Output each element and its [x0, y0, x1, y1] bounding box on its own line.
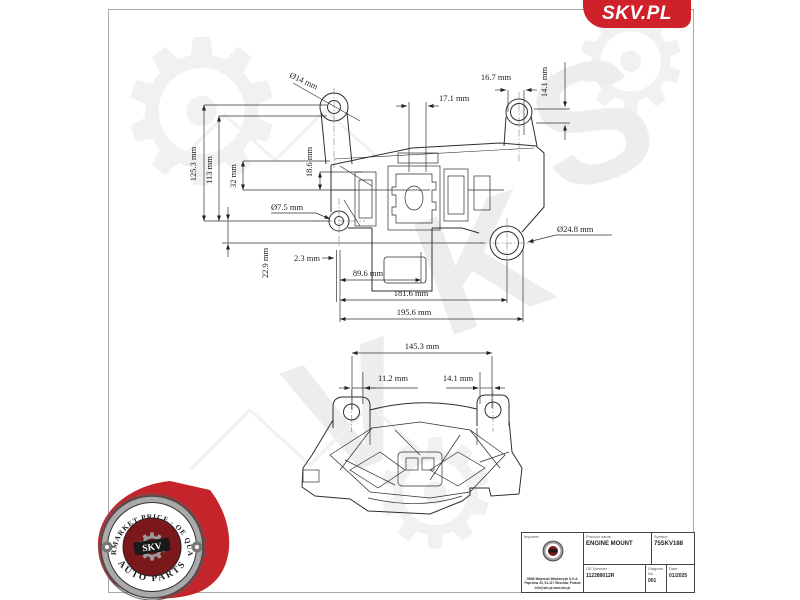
dim-145-3: 145.3 mm [405, 341, 440, 351]
watermark-gear-icon: ⚙ [112, 0, 292, 230]
title-block-date-cell: Date 01/2025 [667, 565, 694, 592]
watermark-zigzag [173, 107, 432, 472]
dim-195-6: 195.6 mm [397, 307, 432, 317]
dim-89-6: 89.6 mm [353, 268, 384, 278]
dim-diameter-14: Ø14 mm [288, 70, 320, 92]
dimensions-view-front [339, 351, 505, 410]
dimensions-view-side [202, 62, 612, 322]
dim-diameter-7-5: Ø7.5 mm [271, 202, 304, 212]
dim-14-1-front: 14.1 mm [443, 373, 474, 383]
dim-2-3: 2.3 mm [294, 253, 320, 263]
dim-32: 32 mm [228, 164, 238, 188]
company-info: GMW Majewski Włodarczyk S.K.A. Paprotna … [523, 577, 582, 590]
dim-113: 113 mm [204, 156, 214, 184]
brand-banner: SKV.PL [583, 0, 691, 28]
part-view-side [313, 88, 545, 292]
inner-detail [332, 152, 504, 231]
symbol-value: 75SKV188 [654, 541, 684, 547]
dim-diameter-24-8: Ø24.8 mm [557, 224, 594, 234]
product-name-value: ENGINE MOUNT [586, 541, 633, 547]
title-block-symbol-cell: Symbol 75SKV188 [652, 533, 694, 565]
badge-center-text: SKV [142, 542, 163, 555]
drawing-frame [108, 9, 694, 593]
mini-badge-logo [542, 540, 564, 562]
title-block-diagram-cell: Diagram No 001 [646, 565, 667, 592]
company-name: GMW Majewski Włodarczyk S.K.A. [526, 577, 579, 582]
dim-22-9: 22.9 mm [260, 248, 270, 279]
dim-14-1: 14.1 mm [539, 67, 549, 98]
symbol-label: Symbol [654, 534, 668, 539]
front-inner-detail [302, 421, 510, 504]
part-view-front [301, 390, 523, 515]
oe-number-label: OE Number [586, 566, 608, 571]
centerlines [313, 88, 534, 268]
oe-number-value: 112289012R [586, 573, 615, 579]
bottom-tab [371, 228, 433, 292]
front-centerlines [351, 390, 494, 432]
watermark-gear-icon: ⚙ [368, 408, 503, 582]
company-contact: info@skv.pl www.skv.pl [534, 585, 571, 590]
skv-badge-logo: AFTERMARKET PRICE - OE QUALITY AUTO PART… [70, 468, 230, 600]
importer-label: Importer [524, 534, 539, 539]
dim-181-6: 181.6 mm [394, 288, 429, 298]
title-block-oe-cell: OE Number 112289012R [584, 565, 646, 592]
dimension-labels-view-side: Ø14 mm 16.7 mm 14.1 mm 17.1 mm 125.3 mm … [188, 67, 594, 317]
dim-16-7: 16.7 mm [481, 72, 512, 82]
company-address: Paprotna 43, 51-117 Wrocław, Poland [524, 581, 581, 586]
dim-17-1: 17.1 mm [439, 93, 470, 103]
product-name-label: Product name [586, 534, 611, 539]
right-arm [503, 98, 538, 147]
title-block-product-cell: Product name ENGINE MOUNT [584, 533, 652, 565]
date-value: 01/2025 [669, 573, 688, 579]
dim-11-2: 11.2 mm [378, 373, 408, 383]
dimension-labels-view-front: 145.3 mm 11.2 mm 14.1 mm [378, 341, 473, 383]
diagram-no-label: Diagram No [648, 566, 664, 576]
dim-18-6: 18.6 mm [304, 147, 314, 178]
title-block-importer-cell: Importer GMW Majewski Włodarczyk S.K.A. … [522, 533, 584, 592]
diagram-no-value: 001 [648, 578, 657, 584]
brand-logo-text: SKV.PL [602, 3, 672, 24]
title-block: Importer GMW Majewski Włodarczyk S.K.A. … [521, 532, 695, 593]
date-label: Date [669, 566, 678, 571]
dim-125-3: 125.3 mm [188, 146, 198, 181]
